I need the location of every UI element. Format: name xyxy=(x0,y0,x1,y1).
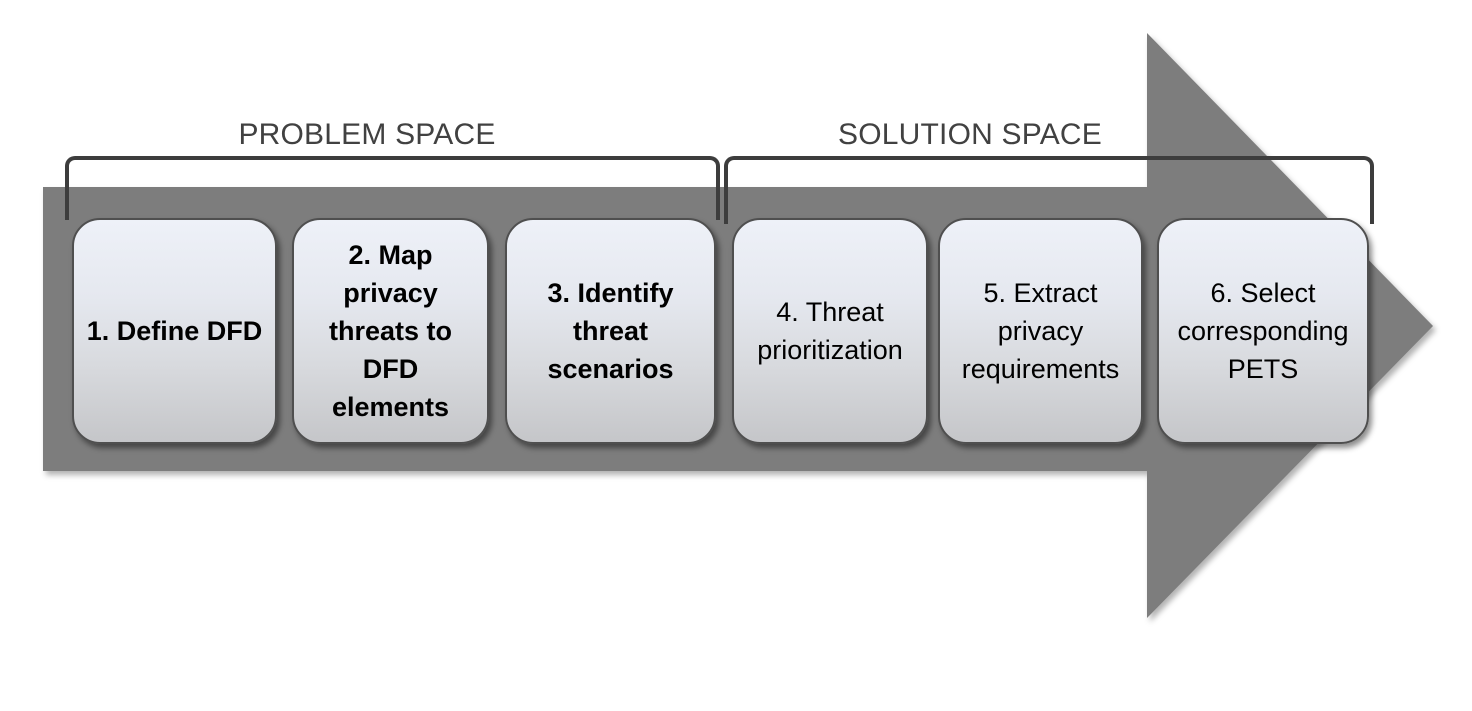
step-label: 5. Extract privacy requirements xyxy=(961,278,1120,384)
step-label: 2. Map privacy threats to DFD elements xyxy=(328,240,453,422)
solution-space-bracket xyxy=(724,156,1374,224)
step-box-extract-privacy-requirements: 5. Extract privacy requirements xyxy=(938,218,1143,444)
step-box-define-dfd: 1. Define DFD xyxy=(72,218,277,444)
problem-space-bracket xyxy=(65,156,720,220)
step-box-map-privacy-threats: 2. Map privacy threats to DFD elements xyxy=(292,218,489,444)
step-box-identify-threat-scenarios: 3. Identify threat scenarios xyxy=(505,218,716,444)
step-label: 6. Select corresponding PETS xyxy=(1177,278,1349,384)
step-label: 3. Identify threat scenarios xyxy=(547,278,674,384)
solution-space-label: SOLUTION SPACE xyxy=(838,118,1102,151)
step-label: 4. Threat prioritization xyxy=(757,297,903,365)
step-label: 1. Define DFD xyxy=(86,316,263,346)
step-box-threat-prioritization: 4. Threat prioritization xyxy=(732,218,928,444)
step-box-select-pets: 6. Select corresponding PETS xyxy=(1157,218,1369,444)
problem-space-label: PROBLEM SPACE xyxy=(238,118,496,151)
